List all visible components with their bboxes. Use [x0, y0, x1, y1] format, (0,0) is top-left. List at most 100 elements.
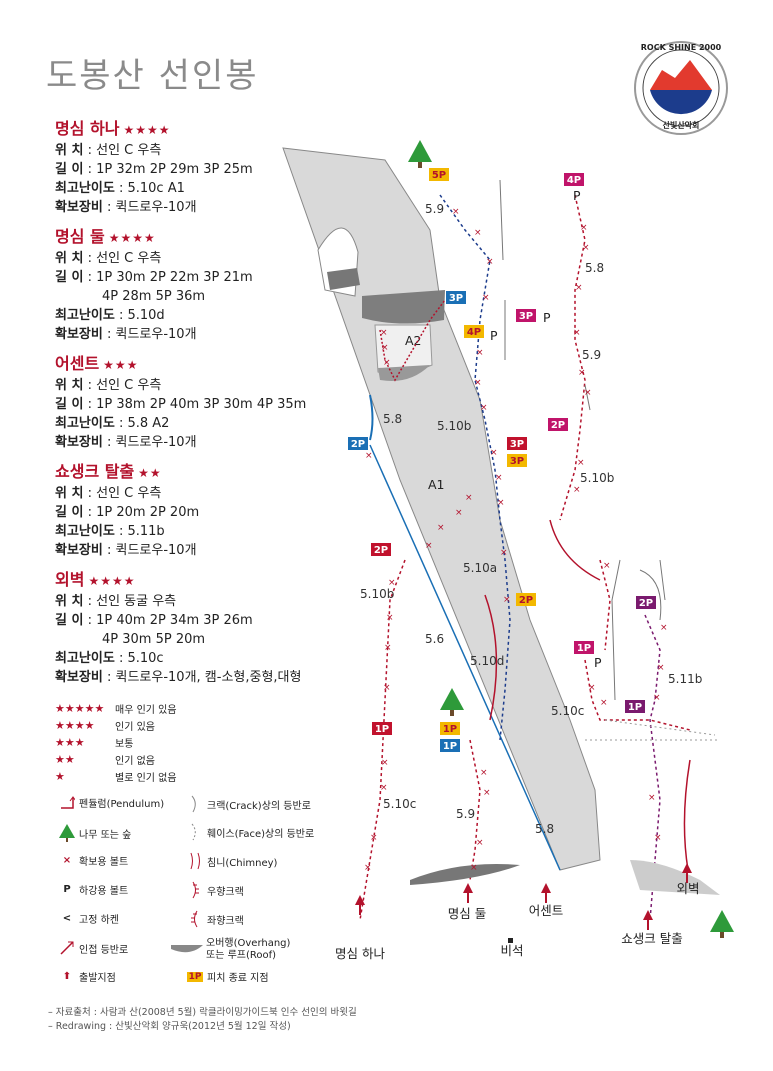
pitch-badge [625, 700, 645, 713]
pitch-badge [372, 722, 392, 735]
route-length: 1P 30m 2P 22m 3P 21m [96, 270, 253, 285]
star-legend-stars: ★★ [55, 753, 75, 766]
tree-icon [55, 823, 79, 843]
start-arrow-icon [355, 895, 365, 915]
rappel-label: P [543, 310, 551, 325]
length-label: 길 이 [55, 505, 84, 520]
legend-label: 오버행(Overhang) [206, 938, 291, 949]
length-label: 길 이 [55, 162, 84, 177]
svg-text:1P: 1P [628, 702, 642, 713]
pitch-badge [516, 309, 536, 322]
grade-label: 5.9 [425, 202, 444, 216]
location-label: 위 치 [55, 486, 84, 501]
svg-text:×: × [455, 508, 463, 518]
route-grade: 5.8 A2 [127, 416, 170, 431]
svg-text:×: × [580, 223, 588, 233]
route-grade: 5.11b [127, 524, 165, 539]
grade-label: 5.10c [383, 797, 416, 811]
svg-text:2P: 2P [639, 598, 653, 609]
route-gear: 퀵드로우-10개 [115, 435, 197, 450]
legend-label: 우향크랙 [207, 886, 244, 898]
adjacent-route-icon [55, 940, 79, 956]
route-length: 1P 32m 2P 29m 3P 25m [96, 162, 253, 177]
svg-text:5P: 5P [432, 170, 446, 181]
pitch-badge [440, 739, 460, 752]
star-legend-label: 인기 없음 [115, 756, 155, 767]
route-length: 1P 38m 2P 40m 3P 30m 4P 35m [96, 397, 307, 412]
grade-label: 5.10c [551, 704, 584, 718]
length-label: 길 이 [55, 270, 84, 285]
route-gear: 퀵드로우-10개 [115, 327, 197, 342]
aid-grade-a1: A1 [428, 477, 445, 492]
grade-label: 5.8 [585, 261, 604, 275]
svg-text:×: × [370, 833, 378, 843]
star-legend-label: 매우 인기 있음 [115, 705, 177, 716]
svg-text:×: × [470, 863, 478, 873]
route-stars: ★★★★ [108, 231, 156, 245]
svg-text:1P: 1P [577, 643, 591, 654]
grade-label: 최고난이도 [55, 416, 115, 431]
grade-label: 5.10b [580, 471, 614, 485]
route-length-cont: 4P 28m 5P 36m [102, 289, 206, 304]
grade-label: 5.8 [383, 412, 402, 426]
start-label: 명심 하나 [335, 946, 385, 961]
svg-text:×: × [573, 328, 581, 338]
svg-text:1P: 1P [375, 724, 389, 735]
svg-text:×: × [486, 257, 494, 267]
svg-text:1P: 1P [443, 741, 457, 752]
bolt-marks: ×××× ×××× ×××× ×××× ×××× ×××× ×××× ×××× … [364, 207, 668, 873]
length-label: 길 이 [55, 397, 84, 412]
pitch-badge [440, 722, 460, 735]
route-gear: 퀵드로우-10개 [115, 200, 197, 215]
svg-text:×: × [600, 698, 608, 708]
legend-label: 침니(Chimney) [207, 857, 278, 869]
route-lines [359, 179, 720, 921]
route-length: 1P 20m 2P 20m [96, 505, 200, 520]
svg-text:×: × [584, 388, 592, 398]
start-arrow-icon [541, 883, 551, 903]
route-stars: ★★ [138, 466, 162, 480]
legend-label: 인접 등반로 [79, 944, 129, 956]
svg-text:×: × [503, 595, 511, 605]
svg-text:×: × [383, 683, 391, 693]
legend-label: 하강용 볼트 [79, 886, 129, 897]
star-legend-label: 인기 있음 [115, 722, 155, 733]
location-label: 위 치 [55, 378, 84, 393]
legend-label: 크랙(Crack)상의 등반로 [207, 800, 311, 812]
grade-label: 5.10b [437, 419, 471, 433]
svg-text:×: × [603, 561, 611, 571]
legend-label: 펜듈럼(Pendulum) [79, 799, 165, 810]
grade-label: 5.10d [470, 654, 504, 668]
route-block: 쇼생크 탈출★★ 위 치 : 선인 C 우측 길 이 : 1P 20m 2P 2… [55, 462, 200, 558]
route-location: 선인 C 우측 [96, 143, 162, 158]
svg-text:4P: 4P [567, 175, 581, 186]
start-arrow-icon: ⬆ [62, 971, 72, 982]
pitch-badge [348, 437, 368, 450]
route-grade: 5.10c A1 [127, 181, 185, 196]
legend-label: 또는 루프(Roof) [206, 950, 277, 961]
left-crack-icon [183, 910, 207, 928]
location-label: 위 치 [55, 594, 84, 609]
svg-text:×: × [476, 838, 484, 848]
route-name: 외벽 [55, 570, 85, 589]
pitch-badge [507, 454, 527, 467]
rappel-label: P [594, 655, 602, 670]
pitch-badge [446, 291, 466, 304]
svg-text:×: × [653, 693, 661, 703]
route-location: 선인 C 우측 [96, 378, 162, 393]
grade-label: 최고난이도 [55, 524, 115, 539]
start-arrow-icon [463, 883, 473, 903]
route-name: 쇼생크 탈출 [55, 462, 135, 481]
svg-text:×: × [365, 451, 373, 461]
svg-text:2P: 2P [351, 439, 365, 450]
route-stars: ★★★★ [88, 574, 136, 588]
grade-label: 최고난이도 [55, 651, 115, 666]
svg-text:×: × [500, 548, 508, 558]
svg-text:3P: 3P [449, 293, 463, 304]
logo-top-text: ROCK SHINE 2000 [641, 43, 722, 52]
overhang-icon [168, 943, 206, 957]
right-crack-icon [183, 881, 207, 899]
svg-text:×: × [381, 343, 389, 353]
svg-text:×: × [386, 613, 394, 623]
